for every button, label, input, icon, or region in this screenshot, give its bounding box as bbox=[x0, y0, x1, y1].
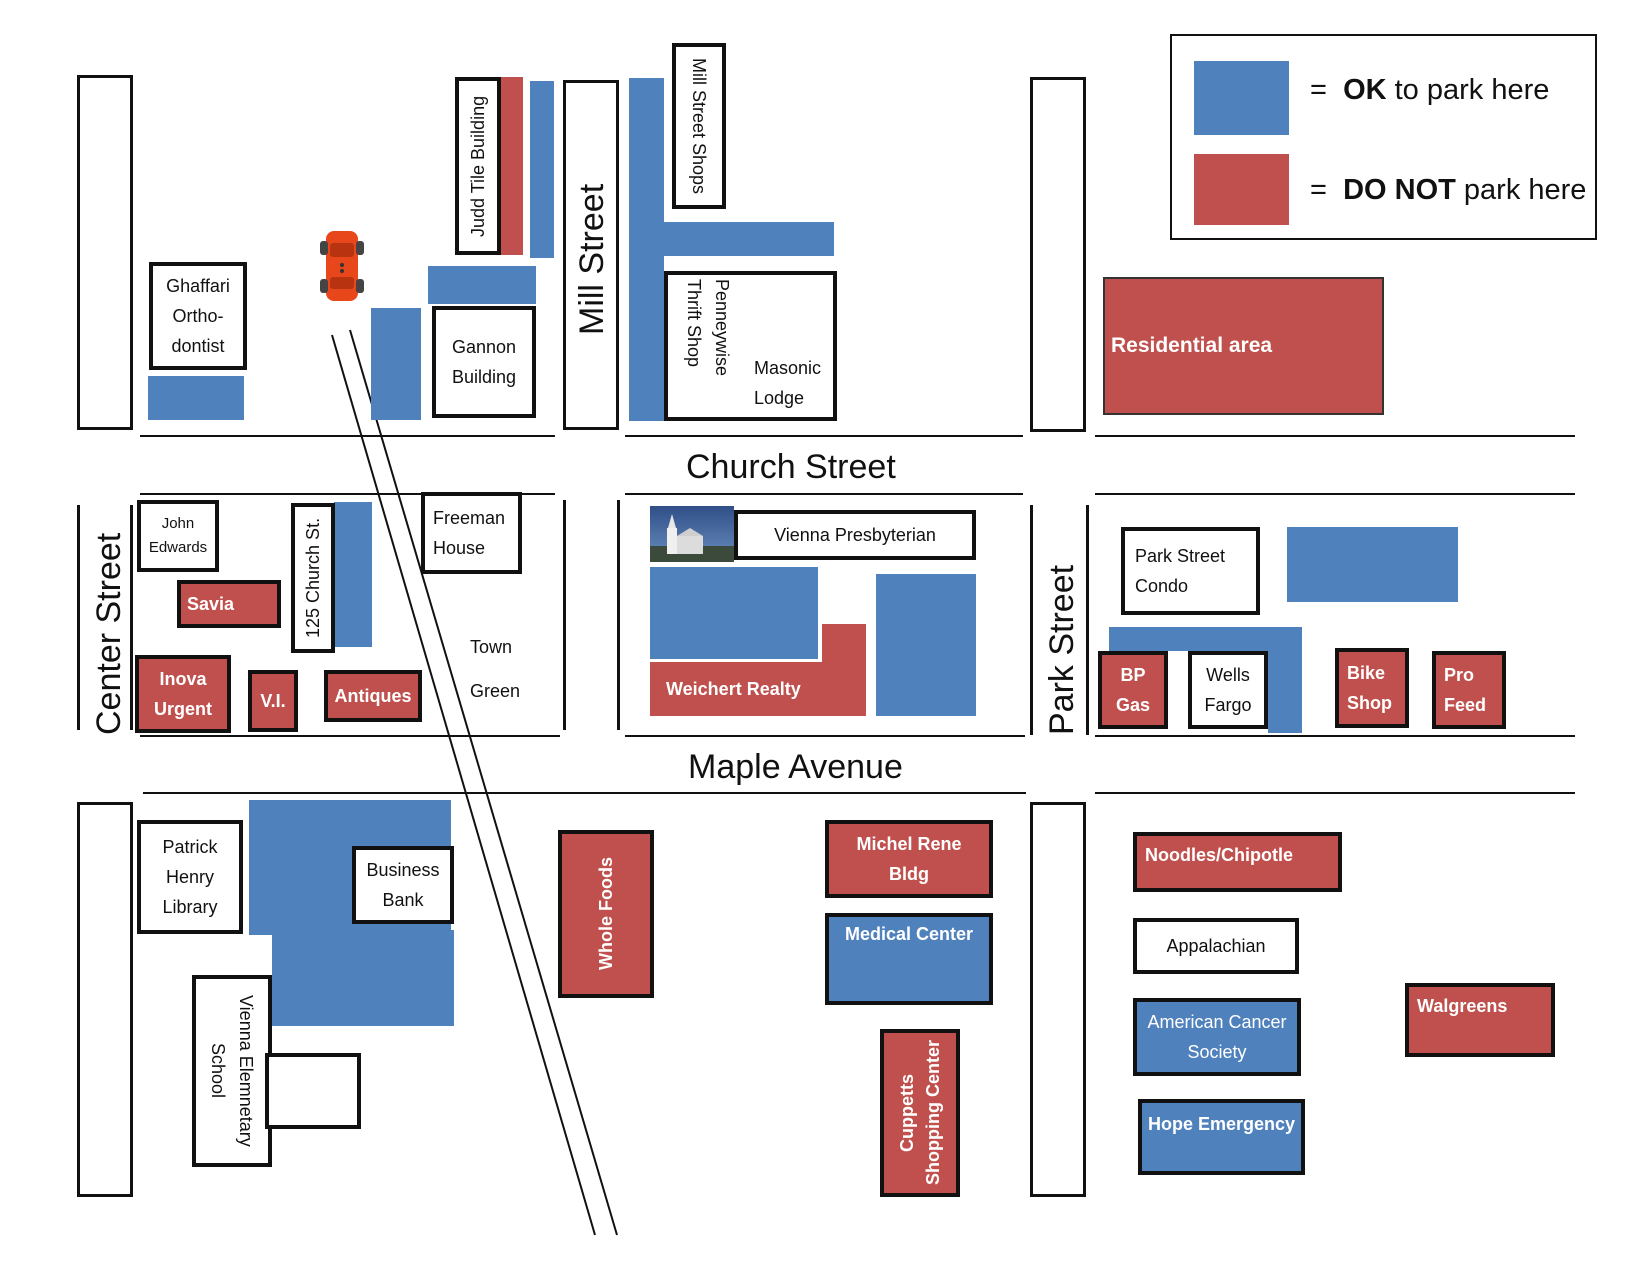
gannon-building: Gannon Building bbox=[432, 306, 536, 418]
ghaffari-orthodontist: Ghaffari Ortho- dontist bbox=[149, 262, 247, 370]
vienna-presbyterian: Vienna Presbyterian bbox=[734, 510, 976, 560]
masonic-lodge: Masonic Lodge bbox=[754, 358, 822, 408]
church-street-curb bbox=[140, 493, 555, 495]
125-church-st: 125 Church St. bbox=[291, 503, 335, 653]
penneywise-masonic-building: Penneywise Thrift Shop Masonic Lodge bbox=[664, 271, 837, 421]
church-street-curb bbox=[140, 435, 555, 437]
maple-avenue-label: Maple Avenue bbox=[688, 748, 903, 786]
mill-street-shops: Mill Street Shops bbox=[672, 43, 726, 209]
maple-avenue-curb bbox=[1095, 735, 1575, 737]
parking-ok-125-church bbox=[334, 502, 372, 647]
legend-ok-text: = OK to park here bbox=[1310, 74, 1550, 106]
parking-ok-mill-west bbox=[530, 81, 554, 258]
residential-area-label: Residential area bbox=[1111, 334, 1273, 357]
inova-urgent: Inova Urgent bbox=[135, 655, 231, 733]
patrick-henry-library: Patrick Henry Library bbox=[137, 820, 243, 934]
savia: Savia bbox=[177, 580, 281, 628]
church-street-label: Church Street bbox=[686, 448, 896, 486]
park-street-condo: Park Street Condo bbox=[1121, 527, 1260, 615]
walgreens: Walgreens bbox=[1405, 983, 1555, 1057]
american-cancer-society: American Cancer Society bbox=[1133, 998, 1301, 1076]
vienna-elementary-school: Vienna Elemnetary School bbox=[192, 975, 272, 1167]
whole-foods: Whole Foods bbox=[558, 830, 654, 998]
legend-no-text: = DO NOT park here bbox=[1310, 174, 1587, 206]
park-street-north-edge bbox=[1030, 77, 1086, 432]
pro-feed: Pro Feed bbox=[1432, 651, 1506, 729]
michel-rene-bldg: Michel Rene Bldg bbox=[825, 820, 993, 898]
park-street-label: Park Street bbox=[1043, 564, 1081, 735]
parking-ok-library-lot-south bbox=[272, 930, 454, 1026]
freeman-house: Freeman House bbox=[421, 492, 522, 574]
hope-emergency: Hope Emergency bbox=[1138, 1099, 1305, 1175]
mill-street-mid-edge bbox=[617, 500, 620, 730]
maple-avenue-curb bbox=[140, 735, 560, 737]
parking-ok-presbyterian bbox=[650, 567, 818, 659]
parking-ok-gannon-top bbox=[428, 266, 536, 304]
antiques: Antiques bbox=[324, 670, 422, 722]
parking-ok-wells-fargo-side bbox=[1268, 627, 1302, 733]
parking-ok-mill-shops bbox=[660, 222, 834, 256]
church-street-curb bbox=[625, 493, 1023, 495]
weichert-realty: Weichert Realty bbox=[650, 662, 866, 716]
center-street-label: Center Street bbox=[90, 532, 128, 735]
maple-avenue-curb bbox=[625, 735, 1025, 737]
vi: V.I. bbox=[248, 670, 298, 732]
red-car-icon bbox=[320, 231, 364, 301]
judd-tile-building: Judd Tile Building bbox=[455, 77, 501, 255]
appalachian: Appalachian bbox=[1133, 918, 1299, 974]
cuppetts-shopping-center: Cuppetts Shopping Center bbox=[880, 1029, 960, 1197]
no-parking-judd bbox=[501, 77, 523, 255]
maple-avenue-curb bbox=[1095, 792, 1575, 794]
parking-ok-mill-east bbox=[629, 78, 664, 421]
parking-ok-ghaffari bbox=[148, 376, 244, 420]
center-street-north-edge bbox=[77, 75, 133, 430]
center-street-mid-edge bbox=[77, 505, 80, 730]
park-street-mid-edge bbox=[1030, 505, 1033, 735]
park-street-mid-edge bbox=[1086, 505, 1089, 735]
john-edwards: John Edwards bbox=[137, 500, 219, 572]
bike-shop: Bike Shop bbox=[1335, 648, 1409, 728]
penneywise-thrift-shop: Penneywise Thrift Shop bbox=[684, 279, 732, 377]
legend-ok-swatch bbox=[1194, 61, 1289, 135]
noodles-chipotle: Noodles/Chipotle bbox=[1133, 832, 1342, 892]
mill-street-mid-edge bbox=[563, 500, 566, 730]
business-bank: Business Bank bbox=[352, 846, 454, 924]
wells-fargo: Wells Fargo bbox=[1188, 651, 1268, 729]
parking-ok-condo bbox=[1287, 527, 1458, 602]
church-street-curb bbox=[1095, 435, 1575, 437]
mill-street-label: Mill Street bbox=[573, 183, 611, 335]
medical-center: Medical Center bbox=[825, 913, 993, 1005]
mill-street-edge bbox=[563, 80, 619, 430]
legend-no-swatch bbox=[1194, 154, 1289, 225]
center-street-mid-edge bbox=[130, 505, 133, 730]
center-street-south-edge bbox=[77, 802, 133, 1197]
weichert-realty-label: Weichert Realty bbox=[666, 678, 801, 699]
maple-avenue-curb bbox=[143, 792, 1026, 794]
school-annex bbox=[265, 1053, 361, 1129]
church-street-curb bbox=[625, 435, 1023, 437]
parking-ok-presbyterian-east bbox=[876, 574, 976, 716]
legend: = OK to park here = DO NOT park here bbox=[1170, 34, 1597, 240]
park-street-south-edge bbox=[1030, 802, 1086, 1197]
church-photo-icon bbox=[650, 506, 734, 562]
residential-area: Residential area bbox=[1103, 277, 1384, 415]
town-green-label: Town Green bbox=[470, 637, 521, 701]
parking-ok-gannon-side bbox=[371, 308, 421, 420]
church-street-curb bbox=[1095, 493, 1575, 495]
bp-gas: BP Gas bbox=[1098, 651, 1168, 729]
